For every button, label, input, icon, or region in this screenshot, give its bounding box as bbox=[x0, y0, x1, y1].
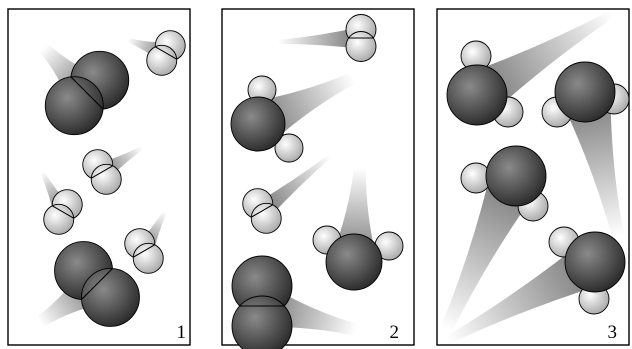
triatomic-molecule bbox=[541, 61, 630, 128]
light-diatomic-molecule bbox=[43, 189, 83, 235]
dark-atom bbox=[564, 231, 626, 293]
panel-3: 3 bbox=[436, 8, 630, 346]
dark-diatomic-molecule bbox=[54, 241, 140, 327]
bond-line bbox=[133, 244, 155, 258]
triatomic-molecule bbox=[548, 226, 626, 315]
dark-atom bbox=[230, 96, 286, 152]
bond-line bbox=[91, 165, 113, 179]
dark-diatomic-molecule bbox=[44, 50, 130, 136]
panel-number-label: 3 bbox=[608, 322, 618, 343]
light-diatomic-molecule bbox=[242, 188, 282, 234]
light-atom bbox=[132, 242, 164, 274]
bond-line bbox=[81, 268, 113, 300]
dark-atom bbox=[446, 64, 508, 126]
light-atom bbox=[43, 203, 75, 235]
light-diatomic-molecule bbox=[82, 149, 122, 195]
panel-number-label: 1 bbox=[177, 322, 187, 343]
bond-line bbox=[70, 76, 104, 110]
panel-1: 1 bbox=[7, 8, 191, 346]
motion-trail bbox=[255, 154, 332, 219]
dark-atom bbox=[554, 61, 616, 123]
bond-line bbox=[251, 204, 273, 218]
light-diatomic-molecule bbox=[146, 30, 186, 76]
light-atom bbox=[274, 133, 304, 163]
light-diatomic-molecule bbox=[345, 14, 377, 62]
light-atom bbox=[146, 44, 178, 76]
dark-atom bbox=[80, 267, 140, 327]
light-diatomic-molecule bbox=[124, 228, 164, 274]
dark-atom bbox=[44, 76, 104, 136]
dark-diatomic-molecule bbox=[231, 255, 293, 349]
triatomic-molecule bbox=[446, 40, 524, 128]
light-atom bbox=[90, 163, 122, 195]
bond-line bbox=[155, 46, 177, 60]
triatomic-molecule bbox=[312, 225, 404, 291]
panel-2: 2 bbox=[221, 8, 415, 349]
light-atom bbox=[250, 202, 282, 234]
triatomic-molecule bbox=[230, 75, 304, 163]
motion-trail bbox=[277, 27, 362, 49]
dark-atom bbox=[231, 295, 293, 349]
triatomic-molecule bbox=[460, 145, 549, 222]
motion-trail bbox=[440, 165, 540, 333]
motion-trail bbox=[559, 86, 624, 238]
dark-atom bbox=[325, 233, 383, 291]
light-atom bbox=[345, 31, 377, 62]
bond-line bbox=[52, 205, 74, 219]
panel-number-label: 2 bbox=[390, 322, 400, 343]
dark-atom bbox=[485, 145, 547, 207]
